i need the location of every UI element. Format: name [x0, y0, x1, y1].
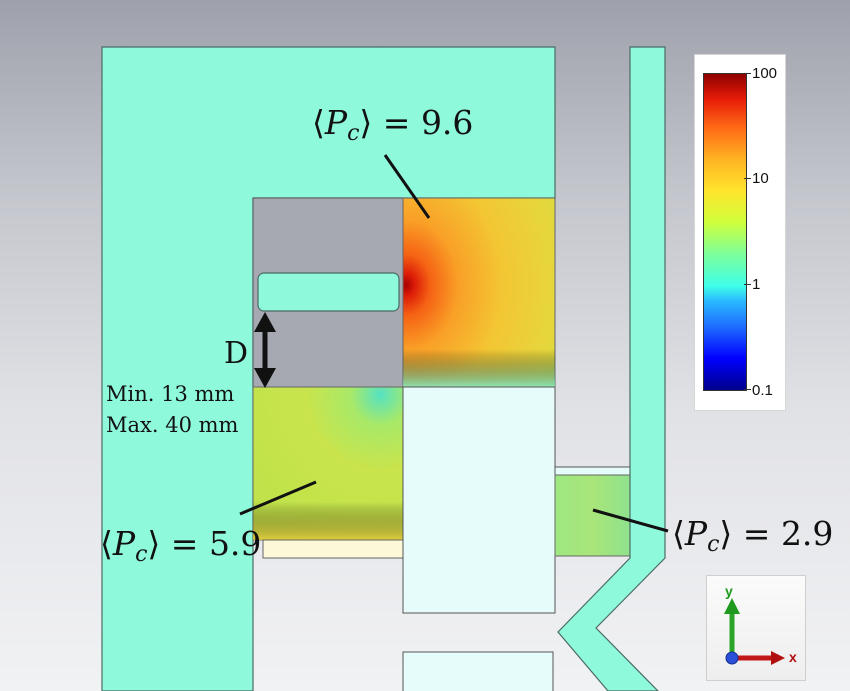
colorbar-tick-label-100: 100: [752, 65, 778, 82]
colorbar-tick: [744, 178, 751, 179]
x-axis-arrow-head: [771, 651, 785, 665]
field-region-right: [554, 474, 631, 557]
colorbar-tick-label-1: 1: [752, 276, 761, 293]
x-axis-label: x: [789, 649, 797, 665]
colorbar-gradient: [703, 73, 747, 391]
gap-label: D: [224, 336, 249, 371]
cream-block: [262, 539, 404, 559]
pointer-line-right: [592, 508, 669, 533]
axes-triad-icon: [724, 598, 785, 665]
y-axis-label: y: [725, 583, 733, 599]
right-metal-strip: [557, 46, 666, 691]
pc-label-top: ⟨Pc⟩ = 9.6: [312, 103, 474, 146]
gap-arrow-head-down: [254, 368, 276, 388]
colorbar-tick: [744, 284, 751, 285]
axes-triad: y x: [706, 575, 806, 681]
bottom-dielectric-block: [402, 651, 554, 691]
gap-max-label: Max. 40 mm: [106, 413, 239, 437]
pc-label-right: ⟨Pc⟩ = 2.9: [672, 514, 834, 557]
colorbar-tick-label-0-1: 0.1: [752, 382, 773, 399]
gap-arrow-head-up: [254, 312, 276, 332]
z-axis-dot: [725, 651, 739, 665]
pointer-line-left: [239, 480, 317, 516]
y-axis-arrow-head: [724, 598, 740, 614]
small-metal-bar: [257, 272, 400, 312]
dielectric-block: [402, 386, 556, 614]
connector-strip: [554, 466, 631, 476]
field-region-top-edge: [403, 198, 555, 387]
colorbar-tick: [744, 389, 751, 390]
gap-min-label: Min. 13 mm: [106, 382, 235, 406]
pc-label-left: ⟨Pc⟩ = 5.9: [100, 524, 262, 567]
pointer-line-top: [383, 154, 431, 219]
colorbar-legend: 100 10 1 0.1: [694, 54, 786, 411]
colorbar-tick-label-10: 10: [752, 170, 769, 187]
colorbar-tick: [744, 73, 751, 74]
field-region-left-edge: [253, 387, 403, 540]
